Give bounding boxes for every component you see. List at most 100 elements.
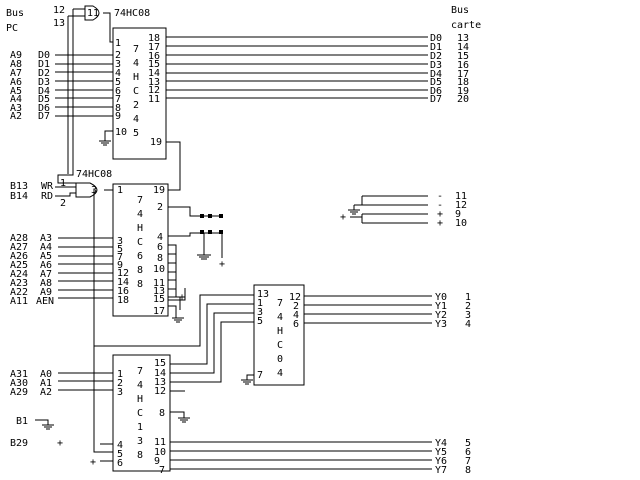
svg-text:A30: A30 xyxy=(10,378,28,389)
svg-text:H: H xyxy=(133,72,139,83)
svg-text:D3: D3 xyxy=(430,60,442,71)
svg-text:5: 5 xyxy=(133,128,139,139)
chip-74hc245-name: 7 4 H C 2 4 5 xyxy=(133,44,139,139)
svg-text:+: + xyxy=(437,218,443,229)
svg-text:D7: D7 xyxy=(430,94,442,105)
svg-text:H: H xyxy=(137,394,143,405)
enable-wire xyxy=(166,141,181,191)
svg-text:4: 4 xyxy=(137,380,143,391)
svg-text:12: 12 xyxy=(117,268,129,279)
svg-text:Y3: Y3 xyxy=(435,319,447,330)
svg-text:A1: A1 xyxy=(40,378,52,389)
svg-text:7: 7 xyxy=(465,456,471,467)
svg-text:D7: D7 xyxy=(38,111,50,122)
svg-text:12: 12 xyxy=(289,292,301,303)
svg-text:4: 4 xyxy=(277,312,283,323)
svg-text:A27: A27 xyxy=(10,242,28,253)
svg-text:6: 6 xyxy=(137,251,143,262)
svg-text:8: 8 xyxy=(157,253,163,264)
chip-74hc04-pins: 13 1 3 5 7 12 2 4 6 xyxy=(257,289,301,381)
svg-text:Y4: Y4 xyxy=(435,438,447,449)
chip-74hc138-pins: 1 2 3 4 5 6 15 14 13 12 8 11 10 9 7 xyxy=(117,358,166,476)
svg-text:4: 4 xyxy=(117,440,123,451)
svg-text:13: 13 xyxy=(148,77,160,88)
svg-text:8: 8 xyxy=(115,103,121,114)
svg-text:A9: A9 xyxy=(10,50,22,61)
svg-text:15: 15 xyxy=(153,294,165,305)
svg-text:20: 20 xyxy=(457,94,469,105)
svg-text:D2: D2 xyxy=(38,68,50,79)
svg-text:A5: A5 xyxy=(10,86,22,97)
svg-text:D0: D0 xyxy=(430,33,442,44)
chip-74hc688-pins: 1 3 5 7 9 12 14 16 18 19 2 4 6 8 10 11 1… xyxy=(117,185,165,317)
svg-text:+: + xyxy=(179,292,185,303)
svg-text:A5: A5 xyxy=(40,251,52,262)
ground-symbol xyxy=(99,130,113,146)
svg-text:1: 1 xyxy=(115,38,121,49)
svg-text:11: 11 xyxy=(455,191,467,202)
chip-74hc688-name: 7 4 H C 6 8 8 xyxy=(137,195,143,290)
svg-text:2: 2 xyxy=(115,50,121,61)
svg-text:C: C xyxy=(137,408,143,419)
svg-text:4: 4 xyxy=(157,232,163,243)
svg-text:10: 10 xyxy=(154,447,166,458)
svg-text:D2: D2 xyxy=(430,51,442,62)
svg-text:4: 4 xyxy=(133,58,139,69)
svg-text:4: 4 xyxy=(137,209,143,220)
svg-text:A31: A31 xyxy=(10,369,28,380)
svg-text:B14: B14 xyxy=(10,191,28,202)
svg-text:17: 17 xyxy=(148,42,160,53)
svg-text:13: 13 xyxy=(154,377,166,388)
svg-text:A11: A11 xyxy=(10,296,28,307)
svg-text:18: 18 xyxy=(148,33,160,44)
svg-text:9: 9 xyxy=(455,209,461,220)
svg-text:Y6: Y6 xyxy=(435,456,447,467)
svg-text:A3: A3 xyxy=(40,233,52,244)
svg-text:D4: D4 xyxy=(38,86,50,97)
svg-text:A7: A7 xyxy=(40,269,52,280)
svg-text:3: 3 xyxy=(117,236,123,247)
svg-text:7: 7 xyxy=(137,366,143,377)
svg-text:2: 2 xyxy=(60,198,66,209)
pc-data-wires xyxy=(55,9,113,184)
svg-text:8: 8 xyxy=(137,279,143,290)
svg-text:19: 19 xyxy=(153,185,165,196)
svg-text:Y7: Y7 xyxy=(435,465,447,476)
svg-text:1: 1 xyxy=(137,422,143,433)
svg-text:15: 15 xyxy=(148,59,160,70)
svg-text:12: 12 xyxy=(154,386,166,397)
svg-text:4: 4 xyxy=(115,68,121,79)
svg-text:A24: A24 xyxy=(10,269,28,280)
svg-text:2: 2 xyxy=(117,378,123,389)
svg-text:A8: A8 xyxy=(10,59,22,70)
svg-text:A3: A3 xyxy=(10,103,22,114)
svg-text:7: 7 xyxy=(159,465,165,476)
svg-text:10: 10 xyxy=(153,264,165,275)
svg-text:C: C xyxy=(277,340,283,351)
svg-text:+: + xyxy=(340,212,346,223)
svg-text:5: 5 xyxy=(115,77,121,88)
svg-text:Y2: Y2 xyxy=(435,310,447,321)
bus-pc-label: Bus xyxy=(6,8,24,19)
svg-text:15: 15 xyxy=(457,51,469,62)
chip-74hc688-right-wires: + xyxy=(168,244,185,323)
svg-text:+: + xyxy=(57,438,63,449)
svg-text:B29: B29 xyxy=(10,438,28,449)
svg-text:14: 14 xyxy=(148,68,160,79)
svg-text:A6: A6 xyxy=(40,260,52,271)
pin-13-label: 13 xyxy=(53,18,65,29)
svg-text:5: 5 xyxy=(465,438,471,449)
svg-text:4: 4 xyxy=(133,114,139,125)
decoder-wires xyxy=(35,190,432,470)
svg-text:11: 11 xyxy=(148,94,160,105)
chip-74hc245-body xyxy=(112,27,167,160)
svg-text:15: 15 xyxy=(154,358,166,369)
svg-text:A6: A6 xyxy=(10,77,22,88)
svg-text:Y1: Y1 xyxy=(435,301,447,312)
svg-text:13: 13 xyxy=(153,286,165,297)
svg-text:D5: D5 xyxy=(38,94,50,105)
